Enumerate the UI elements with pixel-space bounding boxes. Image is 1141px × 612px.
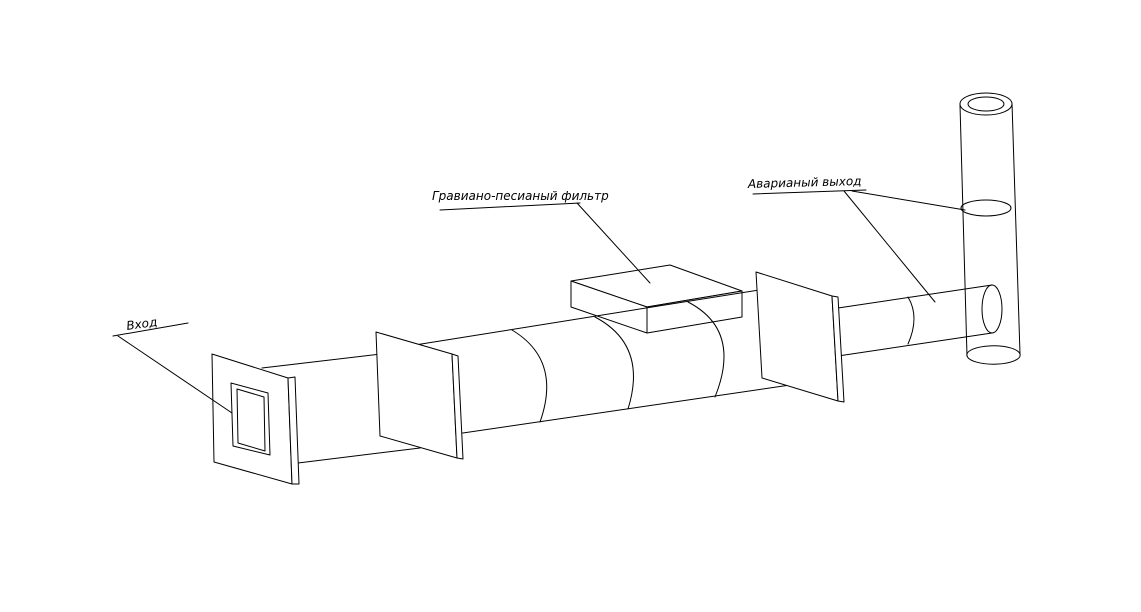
filter-label: Гравиано-песианый фильтр [432,189,609,203]
filter-box [570,264,743,334]
emergency-outlet-label: Аварианый выход [747,174,862,191]
vertical-outlet-pipe [959,92,1021,365]
inlet-label: Вход [125,315,158,333]
middle-flange [375,331,464,460]
leader-lines [112,189,966,414]
inlet-flange [211,353,300,485]
outlet-pipe [837,284,1003,357]
right-flange [755,271,845,403]
